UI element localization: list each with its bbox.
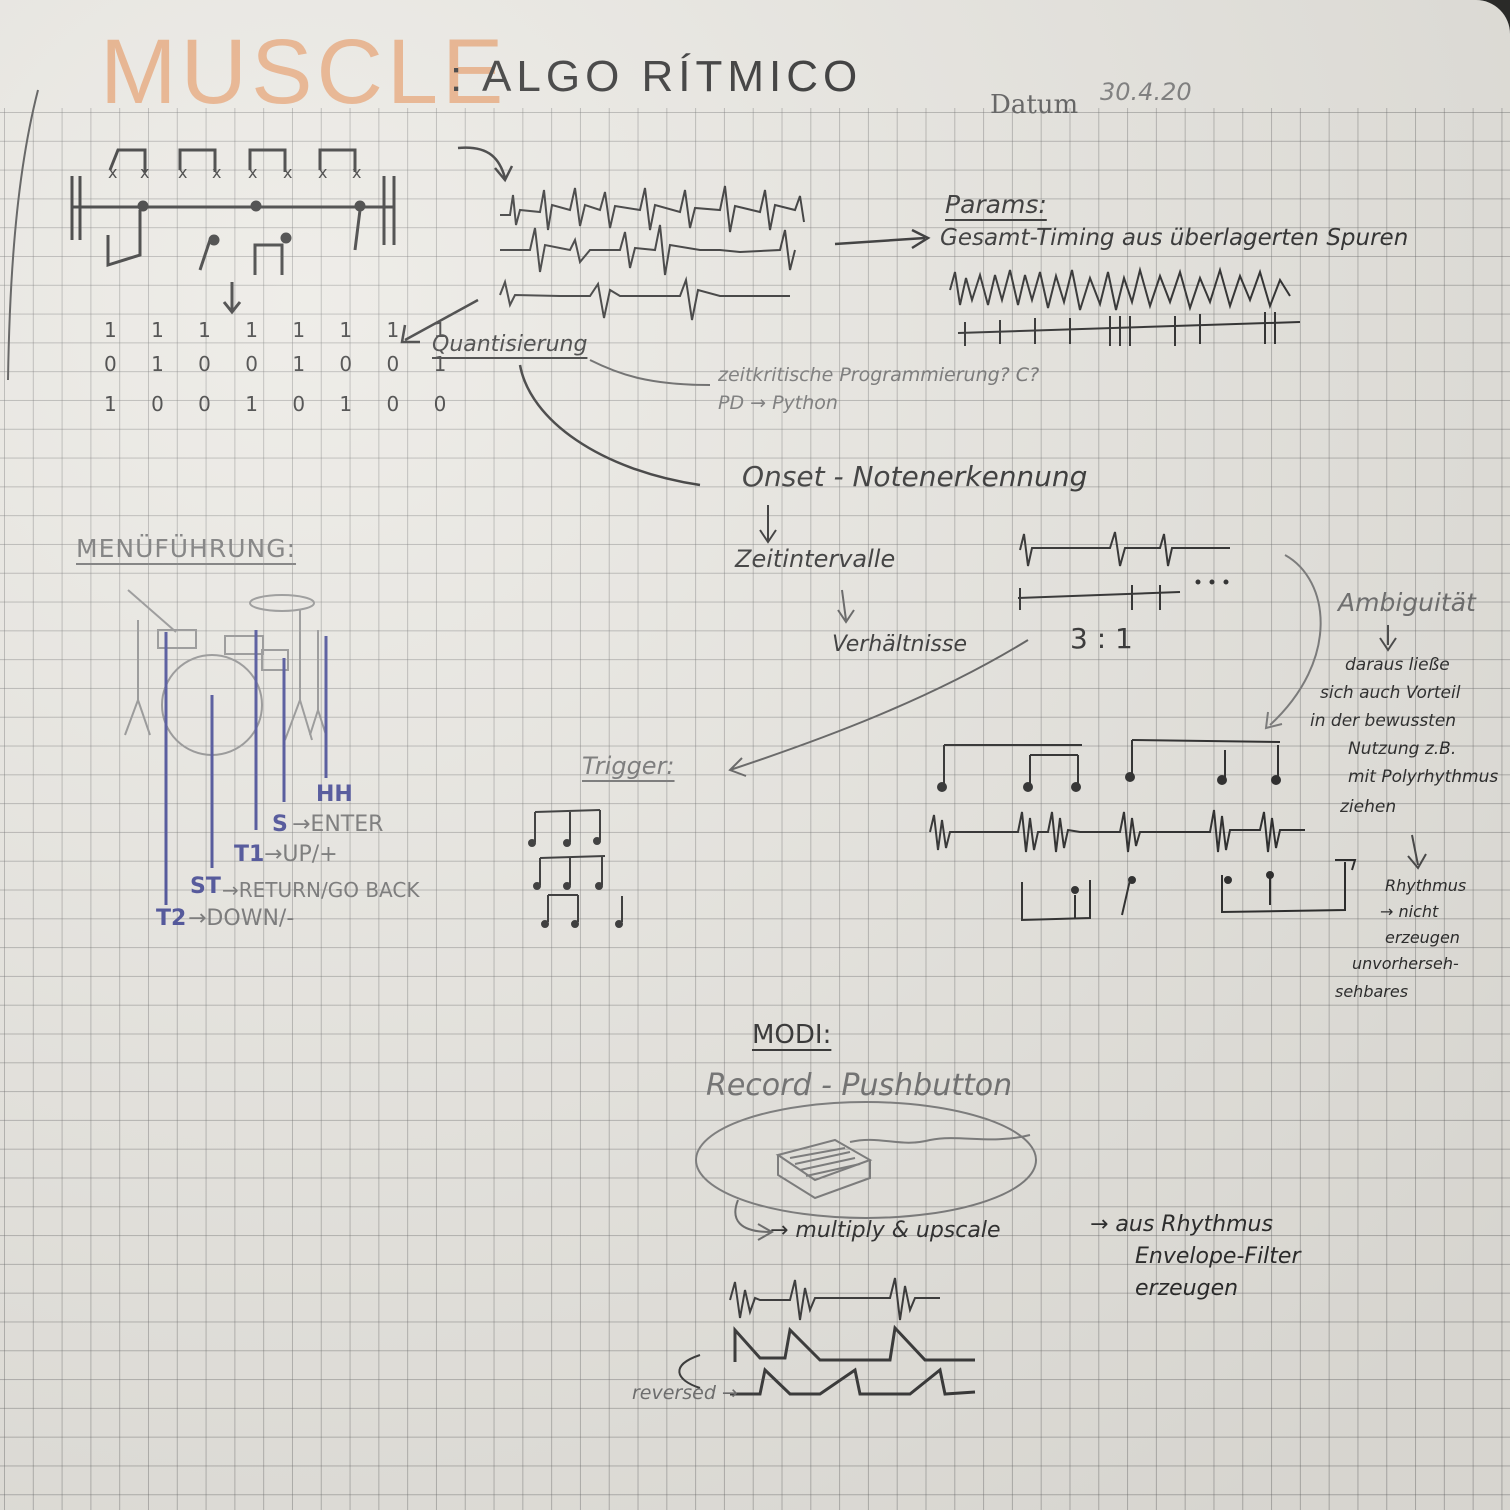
modi-erzeugen: erzeugen	[1135, 1276, 1239, 1301]
note-daraus-line-2: sich auch Vorteil	[1320, 683, 1461, 703]
arrow-down-ambiguity	[1379, 625, 1397, 652]
menu-assignment-lines	[164, 630, 328, 905]
modi-envelope-filter: Envelope-Filter	[1135, 1244, 1301, 1269]
arrow-down-zeitintervalle	[759, 505, 777, 544]
menu-action-t2: →DOWN/-	[188, 906, 295, 931]
svg-text:x: x	[248, 163, 257, 182]
modi-record-pushbutton: Record - Pushbutton	[706, 1068, 1013, 1103]
grid-paper	[0, 108, 1510, 1510]
note-rhythmus-line-5: sehbares	[1335, 982, 1409, 1001]
svg-text:x: x	[352, 163, 361, 182]
menu-label-st: ST	[190, 874, 221, 899]
arrow-to-quantisierung	[400, 298, 479, 344]
arrow-down-rhythmus	[1407, 834, 1427, 870]
note-pd-python: PD → Python	[718, 392, 838, 414]
curve-to-onset	[518, 364, 701, 487]
svg-text:x: x	[178, 163, 187, 182]
note-daraus-line-1: daraus ließe	[1345, 655, 1450, 675]
note-params: Params:	[945, 190, 1047, 219]
note-rhythmus-line-2: → nicht	[1380, 902, 1439, 921]
arrow-to-params	[834, 228, 931, 250]
modi-multiply: → multiply & upscale	[770, 1218, 1001, 1243]
note-gesamt-timing: Gesamt-Timing aus überlagerten Spuren	[940, 225, 1409, 251]
note-quantisierung: Quantisierung	[432, 332, 588, 357]
arrow-down-verhaeltnisse	[837, 589, 855, 624]
curve-ambiguity	[1264, 554, 1322, 730]
date-value: 30.4.20	[1100, 78, 1192, 106]
menu-action-t1: →UP/+	[264, 842, 338, 867]
note-daraus-line-6: ziehen	[1340, 797, 1397, 817]
binary-row-3: 1 0 0 1 0 1 0 0	[104, 392, 461, 416]
menu-label-hh: HH	[316, 782, 353, 807]
note-ambiguitaet: Ambiguität	[1338, 588, 1476, 617]
envelope-sketch	[678, 1277, 976, 1396]
date-label: Datum	[990, 90, 1079, 120]
onset-ratio-sketch	[1017, 531, 1230, 610]
note-rhythmus-line-1: Rhythmus	[1385, 876, 1467, 895]
menu-label-t1: T1	[234, 842, 265, 867]
note-onset: Onset - Notenerkennung	[742, 460, 1088, 493]
menu-label-s: S	[272, 812, 288, 837]
note-verhaeltnisse: Verhältnisse	[832, 632, 968, 657]
note-rhythmus-line-4: unvorherseh-	[1352, 954, 1459, 973]
svg-text:x: x	[283, 163, 292, 182]
waveform-tracks	[499, 185, 805, 321]
svg-text:x: x	[318, 163, 327, 182]
note-zeitintervalle: Zeitintervalle	[735, 545, 896, 573]
modi-reversed: reversed →	[632, 1382, 738, 1404]
note-trigger: Trigger:	[582, 752, 675, 780]
line-to-trigger	[728, 639, 1029, 777]
combined-timing-waveform	[949, 266, 1301, 346]
svg-text:x: x	[108, 163, 117, 182]
menu-heading: MENÜFÜHRUNG:	[76, 534, 297, 563]
page-edge-curve	[7, 89, 39, 381]
polyrhythm-sketch	[929, 739, 1357, 922]
note-rhythmus-line-3: erzeugen	[1385, 928, 1460, 947]
note-zeitkritisch: zeitkritische Programmierung? C?	[718, 364, 1040, 386]
svg-text:x: x	[212, 163, 221, 182]
modi-heading: MODI:	[752, 1020, 832, 1050]
record-pushbutton-sketch	[695, 1101, 1037, 1241]
menu-action-st: →RETURN/GO BACK	[222, 878, 420, 902]
menu-label-t2: T2	[156, 906, 187, 931]
note-daraus-line-3: in der bewussten	[1310, 711, 1457, 731]
menu-action-s: →ENTER	[292, 812, 384, 837]
page-subtitle: : ALGO RÍTMICO	[450, 52, 863, 101]
trigger-notation-sketch	[528, 809, 623, 928]
binary-row-2: 0 1 0 0 1 0 0 1	[104, 352, 461, 376]
note-ratio: 3 : 1	[1070, 622, 1133, 655]
svg-text:x: x	[140, 163, 149, 182]
drum-kit-sketch	[124, 589, 327, 756]
rhythm-notation-sketch: x x x x x x x x	[70, 148, 396, 315]
page-title: MUSCLE	[100, 21, 508, 123]
modi-aus-rhythmus: → aus Rhythmus	[1090, 1212, 1273, 1237]
note-daraus-line-4: Nutzung z.B.	[1348, 739, 1457, 759]
binary-row-1: 1 1 1 1 1 1 1 1	[104, 318, 461, 342]
note-daraus-line-5: mit Polyrhythmus	[1348, 767, 1499, 787]
arrow-to-waveforms	[457, 146, 514, 183]
curve-to-zeitkritisch	[589, 359, 711, 386]
